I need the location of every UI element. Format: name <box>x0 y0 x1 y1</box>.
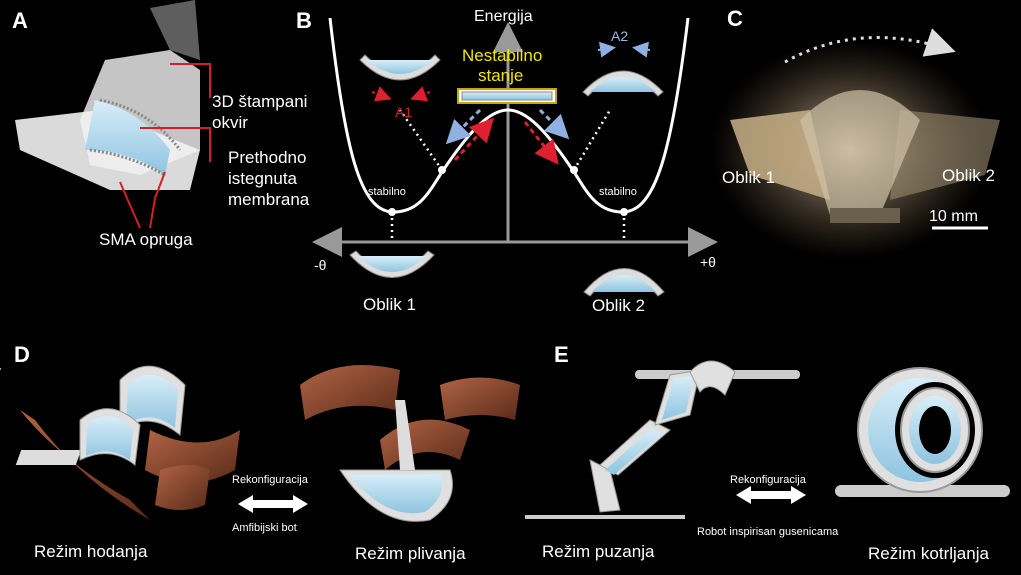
dotted-leaders <box>390 109 626 242</box>
label-walking-mode: Režim hodanja <box>34 542 148 561</box>
label-d-bot: Amfibijski bot <box>232 522 297 534</box>
label-frame-2: okvir <box>212 113 248 132</box>
panel-letter-b: B <box>296 8 312 33</box>
crawling-bot <box>525 360 800 519</box>
label-rolling-mode: Režim kotrljanja <box>868 544 989 563</box>
label-frame: 3D štampani <box>212 92 308 111</box>
transition-arrows <box>445 108 570 165</box>
shape-icon-a1 <box>359 54 441 102</box>
panel-a-pointers <box>119 63 211 229</box>
label-shape-2: Oblik 2 <box>592 296 645 315</box>
label-stable-left: stabilno <box>368 186 406 198</box>
label-swimming-mode: Režim plivanja <box>355 544 466 563</box>
reconfig-arrow-e <box>736 486 806 504</box>
swimming-bot <box>300 365 520 522</box>
label-stable-right: stabilno <box>599 186 637 198</box>
walking-bot <box>0 365 240 520</box>
shape-icon-2 <box>583 268 665 297</box>
panel-letter-d: D <box>14 342 30 367</box>
label-sma-spring: SMA opruga <box>99 230 193 249</box>
unstable-state-membrane <box>461 91 553 101</box>
label-unstable-2: stanje <box>478 66 524 85</box>
label-e-bot: Robot inspirisan gusenicama <box>697 526 839 538</box>
panel-letter-a: A <box>12 8 28 33</box>
panel-c-photo <box>710 40 1000 260</box>
label-crawling-mode: Režim puzanja <box>542 542 655 561</box>
label-d-reconfig: Rekonfiguracija <box>232 474 308 486</box>
label-energy: Energija <box>474 8 533 25</box>
label-scale: 10 mm <box>929 208 978 225</box>
rolling-bot <box>835 367 1010 497</box>
panel-a-device <box>15 0 200 190</box>
motion-arrow <box>784 28 956 64</box>
label-membrane-3: membrana <box>228 190 310 209</box>
label-pos-theta: +θ <box>700 254 716 270</box>
panel-letter-e: E <box>554 342 569 367</box>
label-c-shape-2: Oblik 2 <box>942 166 995 185</box>
label-a1: A1 <box>395 104 413 120</box>
energy-curve <box>328 17 690 214</box>
panel-b-axes <box>312 22 718 257</box>
label-membrane-1: Prethodno <box>228 148 307 167</box>
panel-letter-c: C <box>727 6 743 31</box>
shape-icon-1 <box>349 250 435 278</box>
label-e-reconfig: Rekonfiguracija <box>730 474 806 486</box>
shape-icon-a2 <box>582 41 664 97</box>
reconfig-arrow-d <box>238 495 308 513</box>
label-a2: A2 <box>611 28 629 44</box>
label-neg-theta: -θ <box>314 257 327 273</box>
label-shape-1: Oblik 1 <box>363 295 416 314</box>
label-c-shape-1: Oblik 1 <box>722 168 775 187</box>
label-membrane-2: istegnuta <box>228 169 297 188</box>
label-unstable-1: Nestabilno <box>462 46 543 65</box>
